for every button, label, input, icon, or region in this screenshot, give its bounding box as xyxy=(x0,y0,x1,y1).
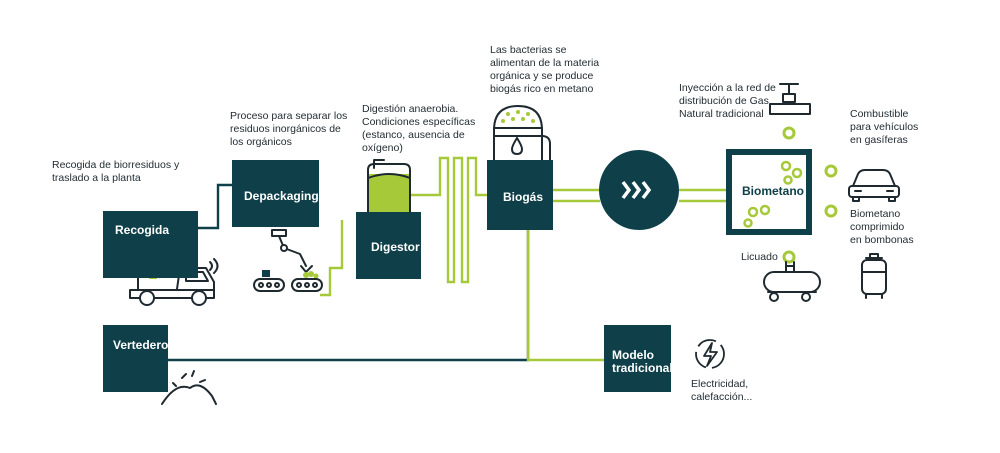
biometano-box-outline xyxy=(726,149,812,235)
biogas-box: Biogás xyxy=(487,160,553,230)
note-biogas: Las bacterias se alimentan de la materia… xyxy=(490,44,600,95)
car-icon xyxy=(848,169,900,202)
depackaging-label: Depackaging xyxy=(244,189,319,203)
note-recogida: Recogida de biorresiduos y traslado a la… xyxy=(52,159,180,184)
modelo-tradicional-box: Modelo tradicional xyxy=(604,325,673,392)
connector-vertedero-biogas xyxy=(168,230,530,362)
note-electricidad: Electricidad, calefacción... xyxy=(691,378,753,403)
conveyor-belt-icon xyxy=(253,278,323,292)
note-comprimido: Biometano comprimido en bombonas xyxy=(850,208,914,246)
connector-biogas-modelo xyxy=(526,230,604,362)
vertedero-box: Vertedero xyxy=(103,325,168,392)
depackaging-box: Depackaging xyxy=(232,160,319,227)
gas-drop-icon xyxy=(510,136,524,156)
digester-tank-icon xyxy=(367,159,411,213)
gas-cylinder-icon xyxy=(861,253,887,299)
note-depackaging: Proceso para separar los residuos inorgá… xyxy=(230,110,348,148)
outlet-bubbles xyxy=(782,126,838,264)
organic-pieces xyxy=(303,271,319,279)
tanker-truck-icon xyxy=(763,261,821,302)
note-combustible: Combustible para vehículos en gasíferas xyxy=(850,108,919,146)
biometano-label: Biometano xyxy=(742,184,805,198)
note-inyeccion: Inyección a la red de distribución de Ga… xyxy=(679,82,776,120)
connector-belt-digestor xyxy=(320,220,344,297)
note-licuado: Licuado xyxy=(741,251,778,263)
connector-biogas-upgrader xyxy=(553,188,600,203)
biogas-tank-icon xyxy=(493,105,551,161)
package-block xyxy=(262,270,270,277)
recogida-box: Recogida xyxy=(103,211,198,278)
connector-recogida-depackaging xyxy=(198,183,232,230)
digestor-label: Digestor xyxy=(371,240,420,254)
lightning-icon xyxy=(695,339,725,369)
digestor-box: Digestor xyxy=(356,212,421,279)
connector-upgrader-biometano xyxy=(679,188,726,203)
forward-arrows-icon xyxy=(621,180,652,200)
biogas-label: Biogás xyxy=(503,190,544,204)
modelo-tradicional-label: Modelo tradicional xyxy=(612,348,673,375)
connector-digestor-biogas-pipe xyxy=(408,156,488,284)
landfill-icon xyxy=(161,370,217,405)
note-digestor: Digestión anaerobia. Condiciones específ… xyxy=(362,103,476,154)
gas-valve-icon xyxy=(769,83,811,115)
robot-arm-icon xyxy=(271,229,313,273)
vertedero-label: Vertedero xyxy=(113,338,169,352)
recogida-label: Recogida xyxy=(115,223,170,237)
biometano-bubbles xyxy=(743,160,803,228)
